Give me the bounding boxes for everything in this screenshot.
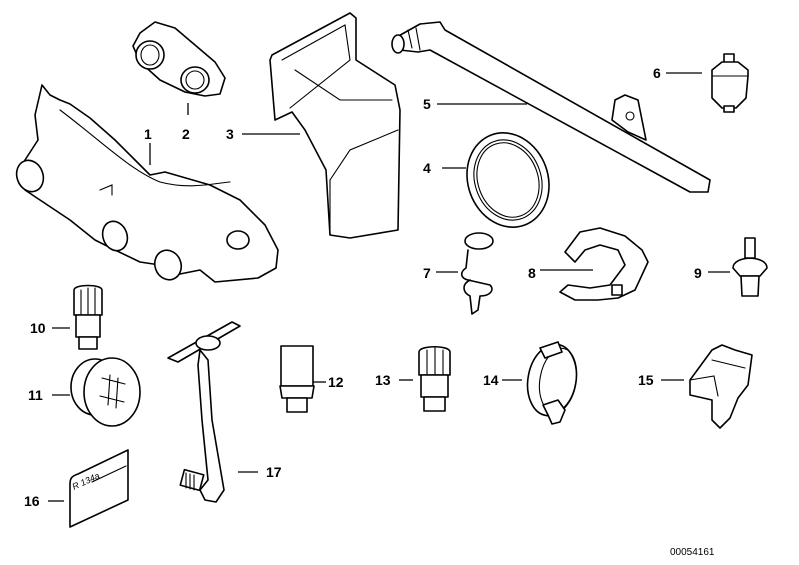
callout-4: 4 [423, 160, 431, 176]
part-11-grommet-plug[interactable] [70, 357, 141, 427]
part-13-valve-cap[interactable] [418, 345, 451, 412]
callout-3: 3 [226, 126, 234, 142]
callout-15: 15 [638, 372, 654, 388]
callout-12: 12 [328, 374, 344, 390]
part-7-expanding-rivet[interactable] [460, 232, 494, 315]
part-15-holder[interactable] [689, 344, 753, 429]
callout-17: 17 [266, 464, 282, 480]
part-17-pipe-flange[interactable] [167, 321, 241, 503]
part-14-hose-clamp[interactable] [522, 340, 582, 425]
drawing-number: 00054161 [670, 547, 715, 558]
part-12-service-valve[interactable] [279, 345, 315, 413]
callout-13: 13 [375, 372, 391, 388]
part-10-valve-cap[interactable] [73, 284, 103, 350]
callout-2: 2 [182, 126, 190, 142]
part-16-label[interactable]: R 134a [69, 449, 129, 528]
callout-6: 6 [653, 65, 661, 81]
callout-11: 11 [28, 387, 43, 403]
callout-8: 8 [528, 265, 536, 281]
callouts: 1 2 3 4 5 6 7 8 9 10 11 12 13 14 15 16 1… [24, 65, 702, 509]
part-5-hose[interactable] [391, 21, 711, 193]
callout-9: 9 [694, 265, 702, 281]
callout-16: 16 [24, 493, 40, 509]
part-3-cover-boot[interactable] [269, 12, 401, 239]
callout-1: 1 [144, 126, 152, 142]
part-9-push-rivet[interactable] [732, 237, 768, 297]
callout-14: 14 [483, 372, 499, 388]
callout-5: 5 [423, 96, 431, 112]
part-1-housing[interactable] [12, 84, 279, 284]
callout-10: 10 [30, 320, 46, 336]
part-4-sealing-ring[interactable] [454, 121, 562, 239]
part-2-grommet[interactable] [132, 21, 226, 97]
part-6-rubber-mount[interactable] [711, 53, 749, 113]
part-8-clip[interactable] [559, 227, 649, 301]
callout-7: 7 [423, 265, 431, 281]
leader-lines [48, 72, 730, 502]
